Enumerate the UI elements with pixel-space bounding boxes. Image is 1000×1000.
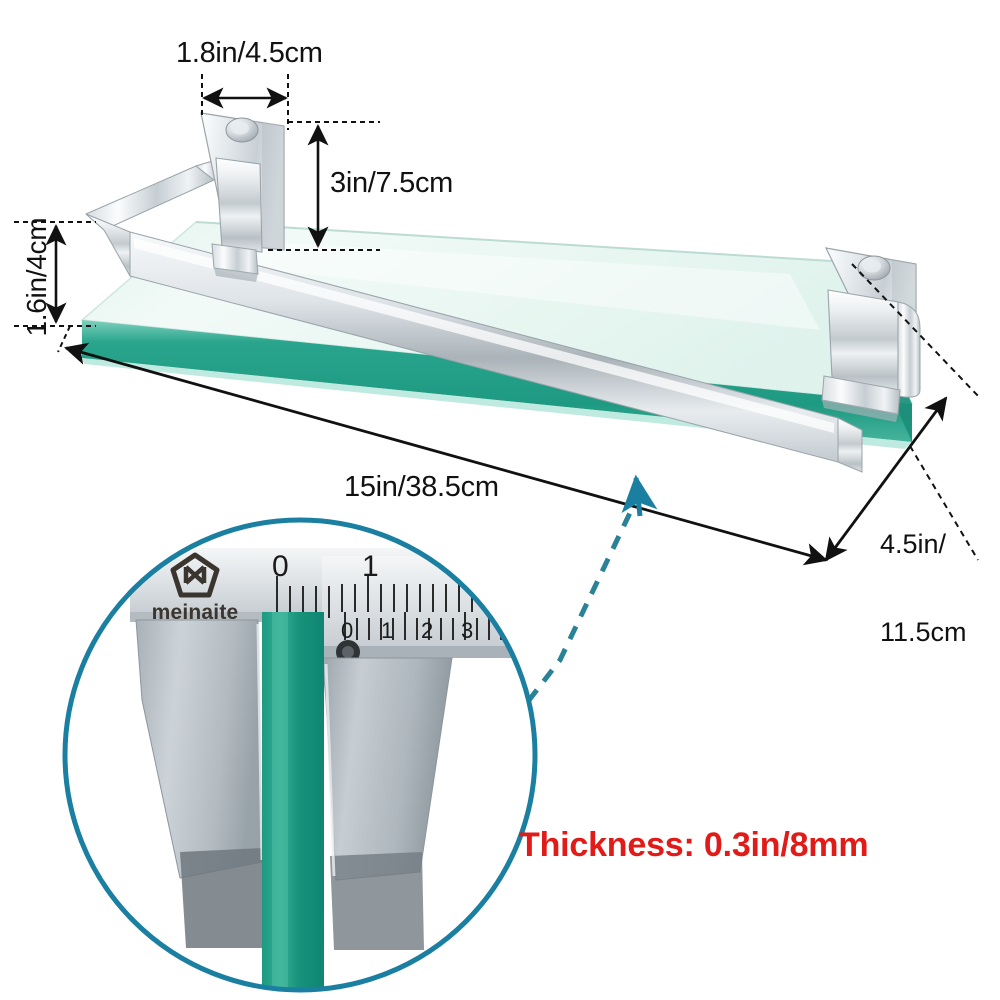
caliper-vernier-tick-0: 0 bbox=[341, 618, 354, 643]
left-bracket bbox=[200, 112, 285, 282]
magnifier-border bbox=[62, 517, 538, 993]
dimension-label-bracket-width: 1.8in/4.5cm bbox=[176, 37, 323, 69]
left-bracket-clamp bbox=[215, 157, 263, 253]
caliper-slider-beam-edge bbox=[322, 646, 535, 658]
dimension-bracket-height bbox=[268, 121, 380, 251]
caliper-left-jaw-bevel bbox=[256, 623, 264, 861]
caliper-vernier-tick-2: 2 bbox=[421, 618, 434, 643]
left-bracket-plate-shade bbox=[262, 122, 284, 250]
ext-line-len-left bbox=[57, 325, 71, 353]
left-bracket-foot-shadow bbox=[214, 268, 258, 282]
right-bracket bbox=[821, 247, 921, 422]
measured-glass-strip bbox=[262, 612, 324, 990]
ext-line-dep-top bbox=[851, 263, 981, 399]
measured-glass-highlight bbox=[272, 612, 288, 990]
dim-arrow-shelf-depth bbox=[824, 396, 948, 562]
dimension-label-shelf-length: 15in/38.5cm bbox=[344, 471, 499, 503]
glass-far-edge-line bbox=[195, 221, 849, 263]
caliper-vernier-tick-3: 3 bbox=[461, 618, 474, 643]
left-bracket-screw-inner bbox=[231, 121, 249, 135]
dimension-shelf-depth bbox=[824, 263, 981, 562]
dimension-rail-height bbox=[14, 221, 96, 327]
dim-arrow-shelf-length bbox=[63, 342, 829, 566]
caliper-left-jaw-tip bbox=[180, 848, 262, 948]
caliper-main-tick-0: 0 bbox=[272, 550, 289, 583]
glass-sheen bbox=[240, 240, 820, 330]
caliper-right-jaw-tip bbox=[330, 852, 424, 950]
dimension-shelf-length bbox=[57, 325, 829, 566]
dimension-label-bracket-height: 3in/7.5cm bbox=[330, 167, 454, 199]
depth-line-2: 11.5cm bbox=[880, 616, 967, 647]
caliper-right-jaw-bevel bbox=[324, 663, 336, 877]
right-bracket-screw-inner bbox=[863, 259, 881, 273]
dimension-label-shelf-depth: 4.5in/ 11.5cm bbox=[880, 472, 967, 705]
depth-line-1: 4.5in/ bbox=[880, 529, 947, 560]
magnifier-circle bbox=[62, 517, 538, 993]
thickness-callout-label: Thickness: 0.3in/8mm bbox=[519, 826, 869, 864]
rail-left-return bbox=[85, 165, 215, 231]
dimension-label-rail-height: 1.6in/4cm bbox=[20, 217, 52, 337]
caliper-slider-beam bbox=[322, 556, 535, 656]
caliper-main-tick-1: 1 bbox=[362, 550, 379, 583]
dimension-bracket-width bbox=[201, 74, 289, 130]
right-bracket-clamp bbox=[827, 289, 899, 393]
rail-left-drop bbox=[85, 213, 131, 278]
leader-arrow-tip bbox=[621, 474, 658, 517]
caliper-screw-slot bbox=[342, 646, 354, 658]
caliper-vernier-tick-1: 1 bbox=[381, 618, 394, 643]
